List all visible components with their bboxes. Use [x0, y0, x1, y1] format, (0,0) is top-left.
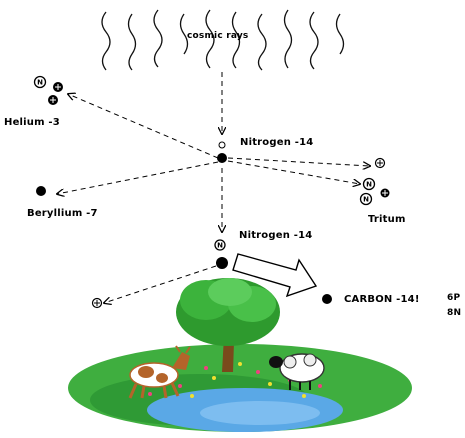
tritium-neutron-symbol: N [366, 181, 372, 189]
nitrogen-14-top-atom [217, 153, 227, 163]
helium-neutron [33, 75, 47, 89]
carbon-14-atom [322, 294, 332, 304]
sheep [269, 353, 325, 390]
label-nitrogen-14-top: Nitrogen -14 [240, 137, 314, 148]
arrow-to-tritium-lower [227, 160, 360, 184]
nitrogen-14-middle-atom [216, 257, 228, 269]
arrow-to-beryllium [57, 161, 219, 194]
label-carbon-14: CARBON -14! [344, 294, 420, 305]
middle-neutron [214, 239, 226, 251]
big-arrow-to-carbon [232, 253, 318, 298]
landscape-illustration [68, 278, 412, 432]
tritium-neutron-symbol-2: N [363, 196, 369, 204]
beryllium-atom [36, 186, 46, 196]
cow [128, 345, 191, 399]
incoming-neutron [218, 141, 226, 149]
label-edge-6p: 6P [447, 293, 461, 303]
label-cosmic-rays: cosmic rays [187, 31, 249, 41]
tritium-neutron [362, 177, 376, 191]
middle-neutron-symbol: N [217, 242, 223, 250]
tritium-neutron [359, 192, 373, 206]
label-edge-8n: 8N [447, 308, 462, 318]
label-helium-3: Helium -3 [4, 117, 60, 128]
helium-neutron-symbol: N [37, 79, 43, 87]
label-nitrogen-14-middle: Nitrogen -14 [239, 230, 313, 241]
cosmic-ray-waves [101, 9, 345, 71]
reaction-arrows [57, 72, 370, 303]
arrow-to-left-particle [104, 265, 217, 303]
label-tritium: Tritum [368, 214, 406, 225]
arrow-to-tritium-upper [227, 157, 370, 166]
label-beryllium-7: Beryllium -7 [27, 208, 98, 219]
particles: N N N N [33, 75, 390, 309]
arrow-to-helium [68, 94, 219, 159]
